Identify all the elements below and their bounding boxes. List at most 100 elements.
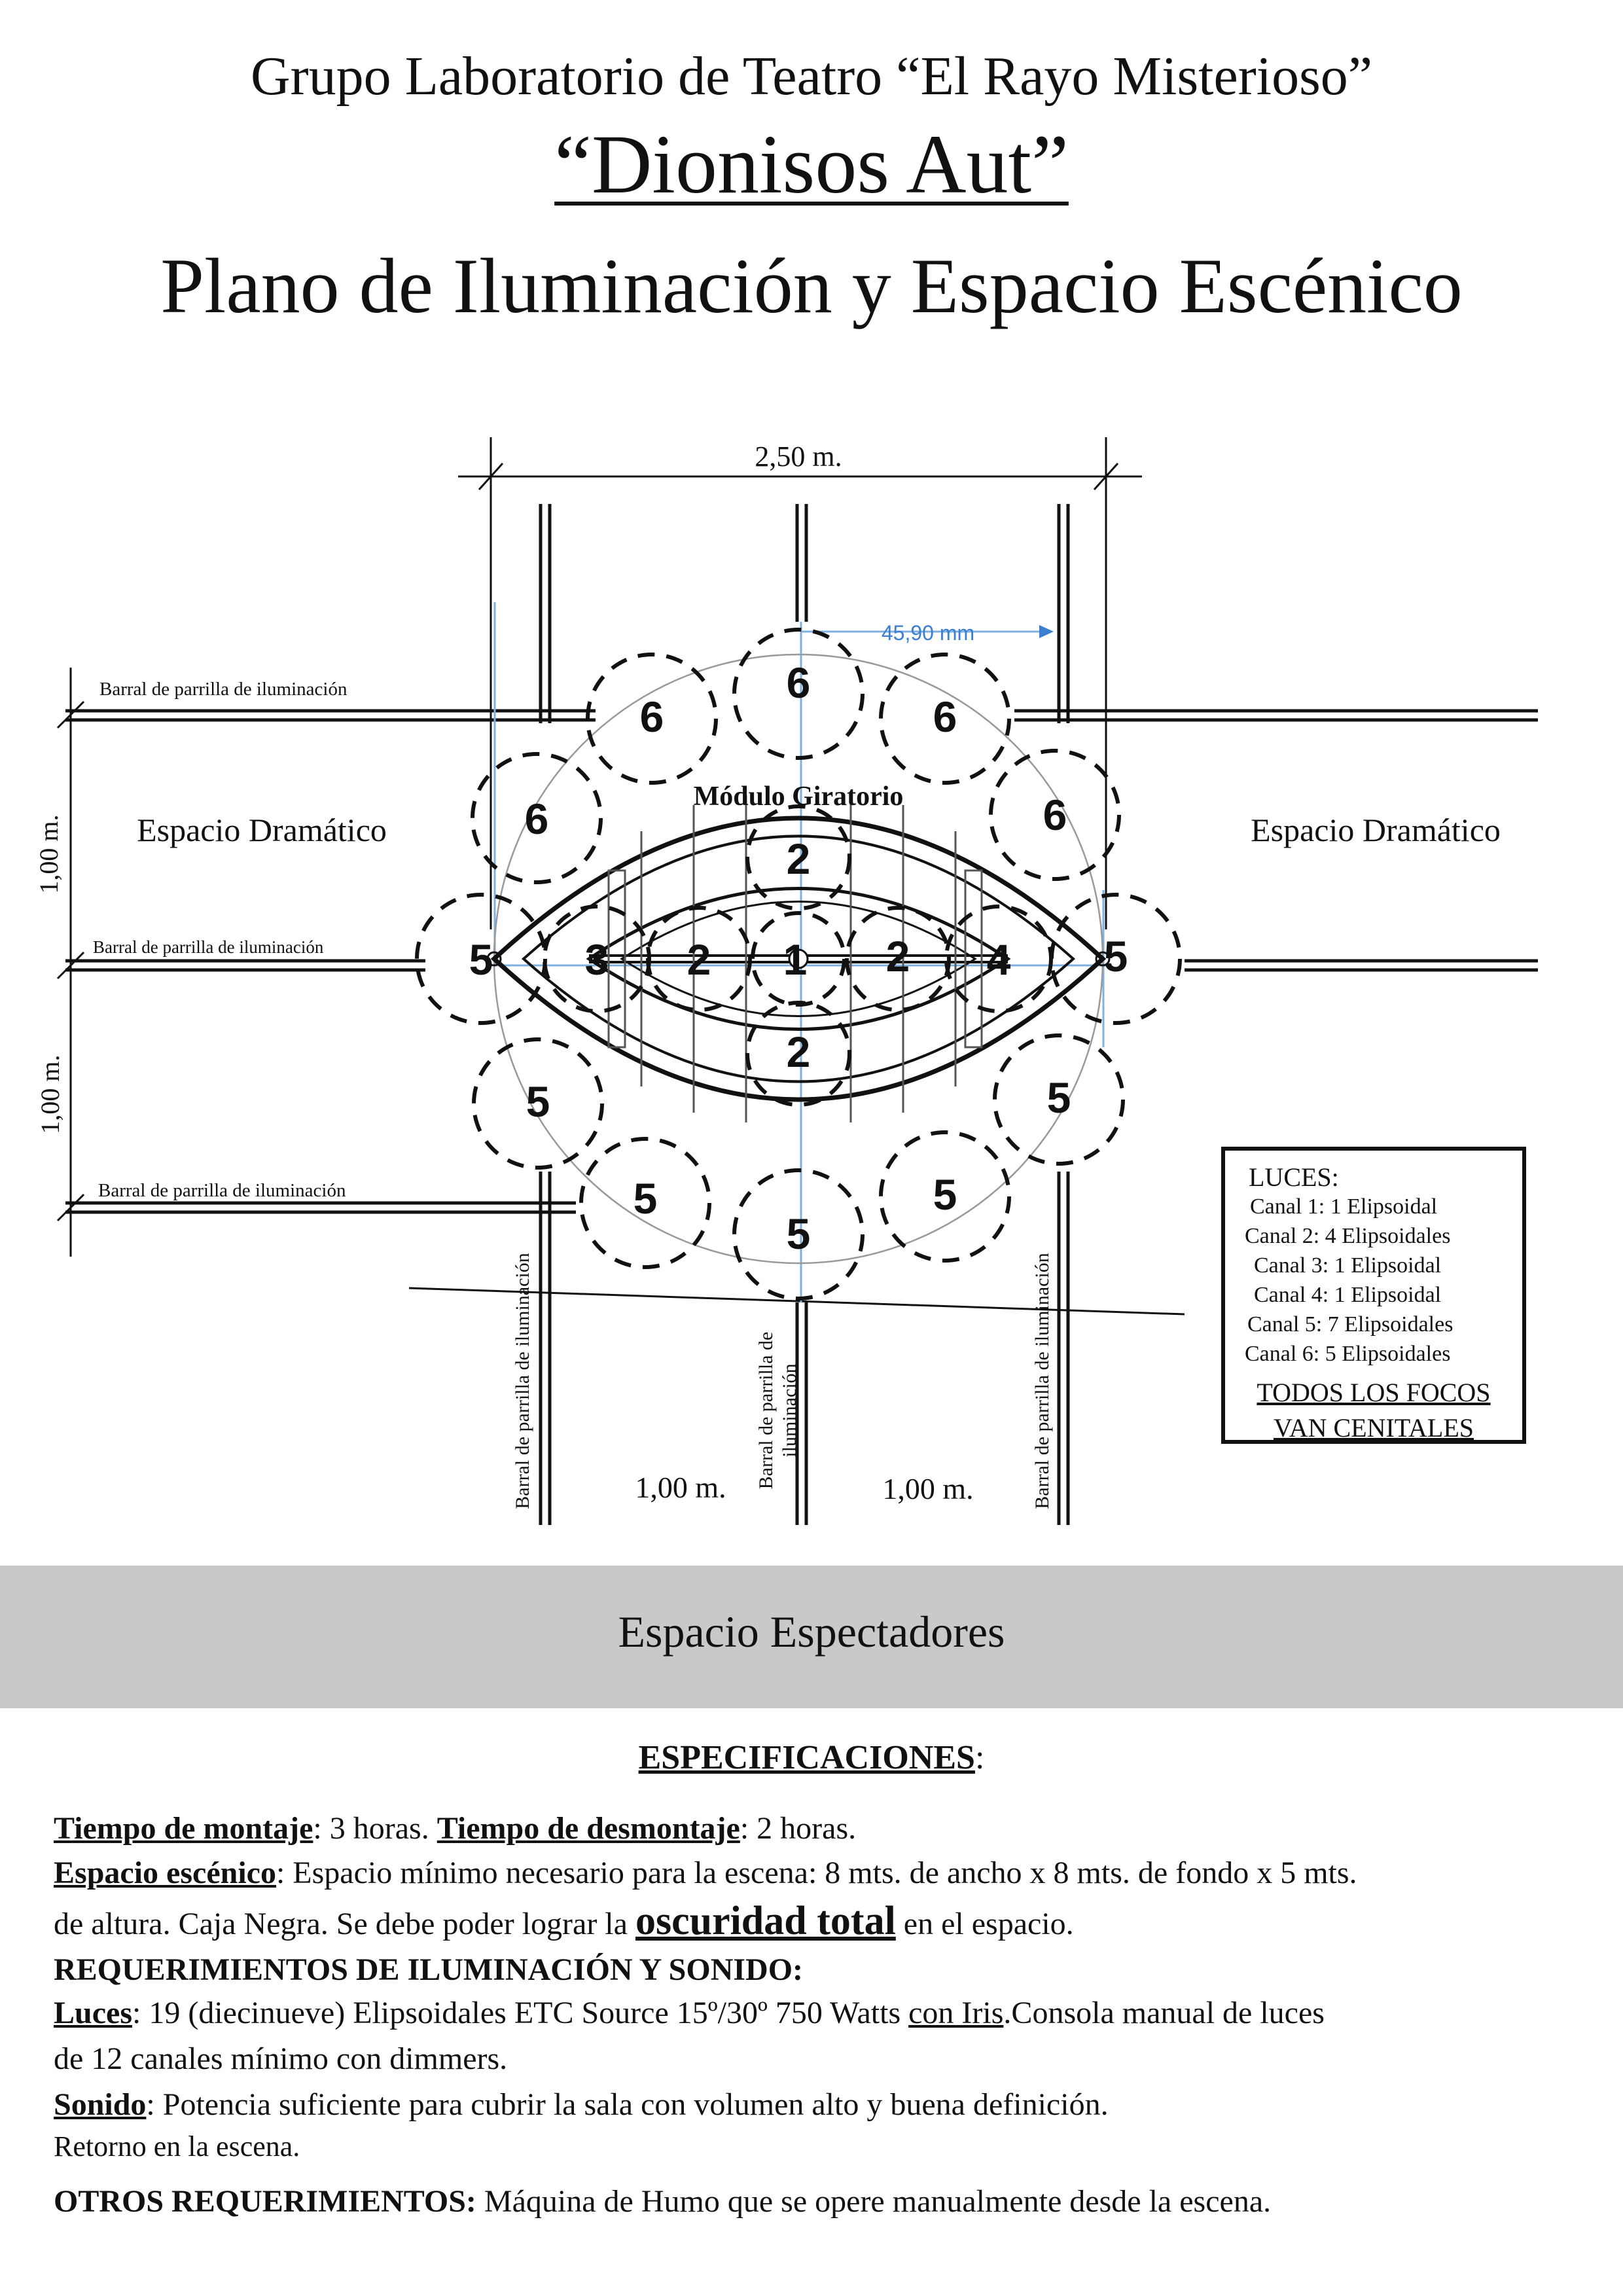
spot-6-left — [471, 752, 603, 884]
spot-number: 4 — [987, 935, 1011, 984]
spot-number: 6 — [640, 692, 664, 741]
luces-label: Luces — [54, 1996, 132, 2030]
spot-number: 5 — [1047, 1073, 1071, 1122]
desmontaje-label: Tiempo de desmontaje — [437, 1811, 740, 1846]
specs-title-colon: : — [974, 1739, 985, 1776]
montaje-value: : 3 horas. — [313, 1811, 437, 1846]
lighting-spots — [415, 628, 1182, 1300]
spec-line-luces: Luces: 19 (diecinueve) Elipsoidales ETC … — [54, 1995, 1325, 2031]
spot-number: 6 — [525, 795, 549, 843]
spot-number: 6 — [933, 692, 957, 741]
radius-dimension-label: 45,90 mm — [882, 621, 974, 645]
bar-label-h1: Barral de parrilla de iluminación — [99, 679, 348, 700]
spot-2-right — [845, 906, 951, 1012]
luces-value-a: : 19 (diecinueve) Elipsoidales ETC Sourc… — [132, 1996, 909, 2030]
spot-number: 5 — [526, 1077, 550, 1126]
spot-number: 5 — [469, 935, 493, 984]
espacio-label: Espacio escénico — [54, 1856, 276, 1890]
spot-number: 6 — [787, 658, 811, 707]
spot-number: 5 — [787, 1210, 811, 1258]
spot-5-bottom-right — [879, 1130, 1011, 1263]
spot-5-lower-right — [993, 1033, 1125, 1166]
spot-5-right — [1050, 893, 1182, 1025]
spot-2-top — [745, 804, 851, 910]
drama-space-left: Espacio Dramático — [137, 812, 387, 848]
horizontal-bars — [65, 709, 1538, 1214]
spot-6-upper-right — [879, 653, 1011, 785]
canal-item: Canal 5: 7 Elipsoidales — [1247, 1312, 1454, 1336]
vertical-bars — [539, 504, 1070, 1525]
play-title-text: “Dionisos Aut” — [554, 118, 1069, 211]
group-title: Grupo Laboratorio de Teatro “El Rayo Mis… — [250, 46, 1373, 107]
lights-note: TODOS LOS FOCOS VAN CENITALES — [1232, 1375, 1516, 1446]
spot-2-bottom — [745, 1001, 851, 1107]
dim-left-bottom: 1,00 m. — [35, 1054, 65, 1134]
specs-title-text: ESPECIFICACIONES — [638, 1739, 975, 1776]
width-dimension-label: 2,50 m. — [755, 440, 842, 473]
spot-6-right — [989, 749, 1121, 881]
dim-bottom-left: 1,00 m. — [635, 1471, 726, 1504]
bar-label-h2: Barral de parrilla de iluminación — [93, 937, 324, 957]
spot-number: 2 — [886, 932, 910, 980]
canal-item: Canal 6: 5 Elipsoidales — [1245, 1342, 1451, 1366]
espacio-line2a: de altura. Caja Negra. Se debe poder log… — [54, 1907, 635, 1941]
bar-label-v3: Barral de parrilla de iluminación — [1031, 1253, 1053, 1509]
req-title: REQUERIMIENTOS DE ILUMINACIÓN Y SONIDO: — [54, 1952, 804, 1987]
spot-number: 2 — [787, 1028, 811, 1076]
plan-title: Plano de Iluminación y Espacio Escénico — [160, 242, 1463, 329]
spot-number: 2 — [687, 935, 711, 984]
spot-number: 2 — [787, 834, 811, 883]
dim-bottom-right: 1,00 m. — [882, 1472, 973, 1505]
spot-number: 5 — [1104, 932, 1128, 980]
spot-5-bottom — [732, 1168, 865, 1300]
spec-line-sonido: Sonido: Potencia suficiente para cubrir … — [54, 2087, 1109, 2123]
lights-legend-title: LUCES: — [1249, 1162, 1339, 1192]
spot-5-bottom-left — [579, 1137, 711, 1269]
spot-4 — [944, 905, 1053, 1013]
sonido-label: Sonido — [54, 2087, 147, 2122]
otros-label: OTROS REQUERIMIENTOS: — [54, 2184, 476, 2219]
spec-line-sonido-2: Retorno en la escena. — [54, 2130, 300, 2162]
lights-note-line2: VAN CENITALES — [1273, 1413, 1474, 1443]
spot-2-left — [646, 906, 752, 1012]
spec-line-otros: OTROS REQUERIMIENTOS: Máquina de Humo qu… — [54, 2183, 1271, 2219]
spot-5-left — [415, 893, 547, 1025]
spectators-label: Espacio Espectadores — [618, 1607, 1005, 1657]
spot-number: 6 — [1043, 791, 1067, 839]
canal-item: Canal 3: 1 Elipsoidal — [1254, 1253, 1442, 1278]
bar-label-v2a: Barral de parrilla de — [755, 1332, 777, 1490]
spec-line-luces-2: de 12 canales mínimo con dimmers. — [54, 2041, 508, 2076]
spot-number: 5 — [933, 1170, 957, 1219]
specs-title: ESPECIFICACIONES: — [0, 1738, 1623, 1777]
lights-legend: LUCES: Canal 1: 1 Elipsoidal Canal 2: 4 … — [1221, 1147, 1526, 1444]
spec-line-montaje: Tiempo de montaje: 3 horas. Tiempo de de… — [54, 1810, 856, 1846]
spec-line-espacio: Espacio escénico: Espacio mínimo necesar… — [54, 1855, 1357, 1891]
spot-number: 1 — [783, 935, 808, 984]
luces-value-b: .Consola manual de luces — [1003, 1996, 1325, 2030]
spot-6-upper-left — [586, 653, 718, 785]
drama-space-right: Espacio Dramático — [1251, 812, 1501, 848]
dimension-lines — [56, 437, 1185, 1316]
lights-note-line1: TODOS LOS FOCOS — [1257, 1378, 1491, 1407]
montaje-label: Tiempo de montaje — [54, 1811, 313, 1846]
spot-number: 3 — [585, 935, 609, 984]
bar-label-v1: Barral de parrilla de iluminación — [512, 1253, 533, 1509]
canal-item: Canal 2: 4 Elipsoidales — [1245, 1224, 1451, 1248]
desmontaje-value: : 2 horas. — [740, 1811, 857, 1846]
spot-5-lower-left — [472, 1037, 604, 1170]
espacio-line2b: en el espacio. — [895, 1907, 1074, 1941]
play-title: “Dionisos Aut” — [0, 117, 1623, 213]
canal-item: Canal 4: 1 Elipsoidal — [1254, 1283, 1442, 1307]
spot-6-top — [732, 628, 865, 760]
otros-value: Máquina de Humo que se opere manualmente… — [476, 2184, 1272, 2219]
dim-left-top: 1,00 m. — [34, 814, 63, 893]
canal-item: Canal 1: 1 Elipsoidal — [1250, 1194, 1438, 1219]
bar-label-h3: Barral de parrilla de iluminación — [98, 1180, 346, 1201]
stage-diagram: 6 6 6 6 6 5 5 5 5 5 5 5 3 4 1 2 2 2 2 2,… — [34, 437, 1538, 1525]
oscuridad-total: oscuridad total — [635, 1899, 896, 1943]
spec-line-espacio-2: de altura. Caja Negra. Se debe poder log… — [54, 1898, 1074, 1945]
module-label: Módulo Giratorio — [694, 781, 904, 812]
luces-iris: con Iris — [908, 1996, 1004, 2030]
sonido-value: : Potencia suficiente para cubrir la sal… — [146, 2087, 1109, 2122]
spot-number: 5 — [633, 1174, 658, 1223]
